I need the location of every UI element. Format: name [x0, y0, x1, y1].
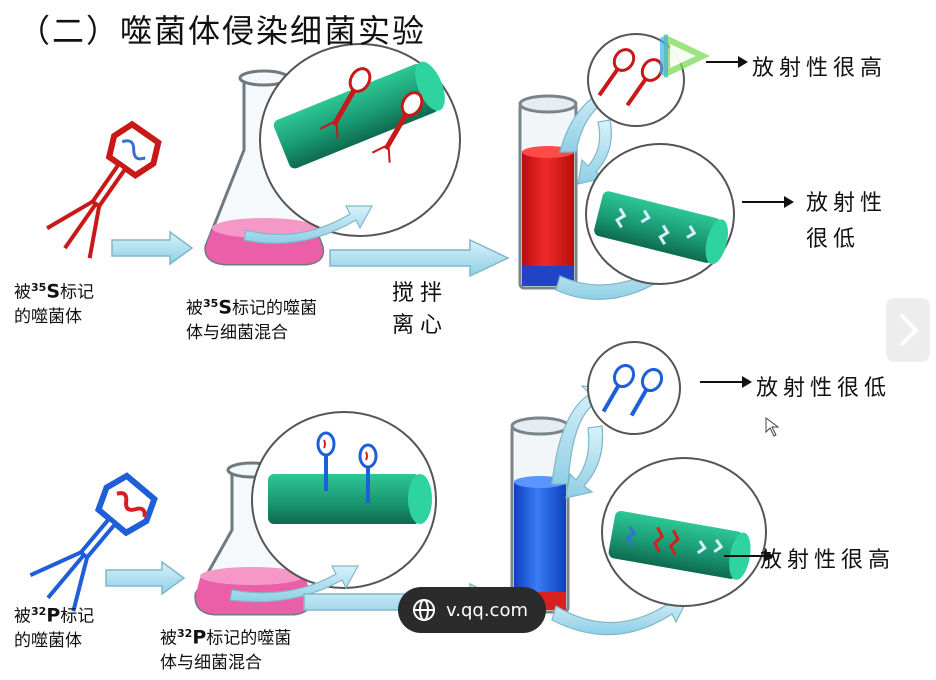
chevron-right-icon	[900, 314, 919, 346]
mix-35s-label-line2: 体与细菌混合	[186, 322, 288, 343]
mix-32p-label-line2: 体与细菌混合	[160, 652, 262, 673]
mix-32p-label-prefix: 被	[160, 628, 177, 649]
result-35s-pellet-line1: 放射性	[806, 191, 888, 216]
stir-label: 搅拌	[392, 281, 449, 306]
phage-32p-label-element: P	[46, 604, 61, 627]
phage-35s-label-element: S	[46, 280, 60, 303]
mix-35s-label-prefix: 被	[186, 298, 203, 319]
mix-35s-label-element: S	[218, 296, 232, 319]
zoom-circle-pellet-bottom	[601, 457, 767, 607]
phage-35s-label-suffix: 标记	[60, 282, 94, 303]
arrow-to-flask-bottom	[105, 560, 186, 596]
phage-32p-label-sup: 32	[31, 605, 47, 618]
page-title: （二）噬菌体侵染细菌实验	[18, 12, 427, 50]
phage-35s-icon	[46, 120, 162, 259]
phage-32p-label: 被32P标记 的噬菌体	[14, 600, 94, 653]
globe-icon	[413, 599, 435, 621]
centrifuge-label: 离心	[392, 313, 449, 338]
zoom-circle-supernatant-bottom	[587, 341, 681, 435]
mouse-cursor-icon	[765, 417, 780, 437]
phage-32p-label-prefix: 被	[14, 606, 31, 627]
result-32p-pellet: 放射性很高	[760, 548, 896, 573]
arrow-tube-to-pellet-bottom	[551, 595, 689, 636]
video-logo-icon	[660, 34, 710, 78]
phage-35s-label-line2: 的噬菌体	[14, 306, 82, 327]
flask-top-icon	[204, 69, 325, 266]
test-tube-top-icon	[518, 94, 578, 290]
zoom-arrow-bottom-left	[229, 565, 360, 603]
phage-32p-label-suffix: 标记	[60, 606, 95, 627]
phage-35s-label: 被35S标记 的噬菌体	[14, 276, 94, 329]
source-badge[interactable]: v.qq.com	[398, 587, 546, 633]
mix-35s-label-suffix: 标记的噬菌	[232, 298, 317, 319]
result-arrowhead-bottom-2	[764, 550, 774, 562]
stir-centrifuge-label: 搅拌 离心	[392, 278, 448, 342]
source-badge-text: v.qq.com	[446, 599, 528, 621]
next-page-button[interactable]	[886, 298, 930, 362]
zoom-arrow-top-left	[243, 205, 374, 244]
mix-35s-label: 被35S标记的噬菌 体与细菌混合	[186, 292, 317, 345]
phage-35s-label-sup: 35	[31, 281, 47, 294]
mix-35s-label-sup: 35	[203, 297, 219, 310]
phage-32p-icon	[29, 472, 158, 612]
result-35s-supernatant: 放射性很高	[752, 56, 888, 81]
result-arrowhead-top-1	[738, 56, 748, 68]
phage-32p-label-line2: 的噬菌体	[14, 630, 82, 651]
arrow-between-circles-top	[577, 119, 612, 185]
phage-attached-icon	[371, 91, 424, 163]
result-35s-pellet: 放射性 很低	[806, 186, 887, 258]
result-32p-supernatant: 放射性很低	[756, 376, 892, 401]
zoom-circle-pellet-top	[585, 143, 735, 285]
phage-35s-label-prefix: 被	[14, 282, 31, 303]
arrow-to-tube-top	[329, 238, 510, 278]
mix-32p-label-suffix: 标记的噬菌	[206, 628, 292, 649]
arrow-between-circles-bottom	[565, 425, 604, 499]
zoom-circle-adsorb-top	[259, 43, 461, 237]
mix-32p-label: 被32P标记的噬菌 体与细菌混合	[160, 622, 291, 675]
zoom-circle-adsorb-bottom	[251, 411, 437, 589]
result-arrowhead-top-2	[784, 196, 794, 208]
arrow-to-flask-top	[111, 230, 194, 266]
phage-attached-icon	[319, 67, 372, 139]
result-arrowhead-bottom-1	[742, 376, 752, 388]
result-35s-pellet-line2: 很低	[806, 227, 861, 252]
mix-32p-label-sup: 32	[177, 627, 193, 640]
mix-32p-label-element: P	[192, 626, 207, 649]
